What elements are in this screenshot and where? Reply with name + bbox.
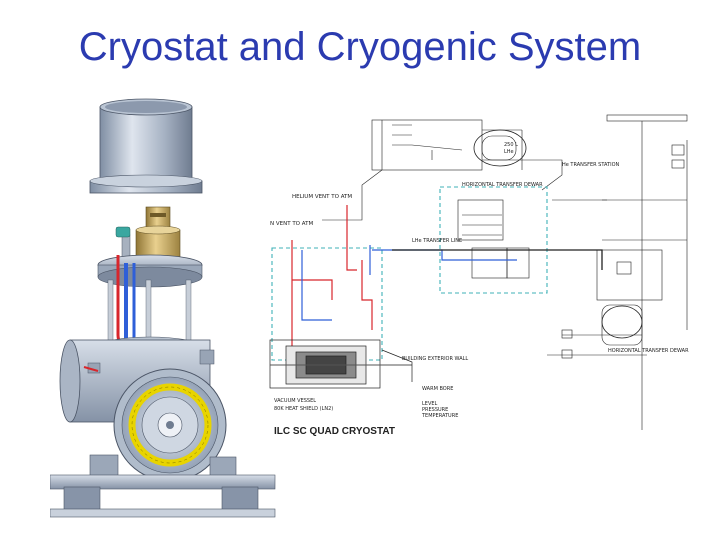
pressure-label: PRESSURE (422, 407, 448, 413)
dewar-label-top: 250 L (504, 142, 518, 148)
n-vent-label: N VENT TO ATM (270, 221, 313, 227)
base-stand (50, 454, 276, 518)
top-cylinder (89, 98, 203, 194)
svg-text:LHe: LHe (504, 149, 514, 155)
valve-box (457, 199, 530, 279)
lhe-transfer-line-label: LHe TRANSFER LINE (412, 238, 462, 244)
quad-cryostat-section (269, 339, 413, 389)
red-piping (291, 205, 373, 355)
lhe-dewar-top: 250 L LHe HORIZONTAL TRANSFER DEWAR He T… (371, 119, 620, 188)
temperature-label: TEMPERATURE (421, 413, 458, 419)
slide-title: Cryostat and Cryogenic System (78, 25, 642, 69)
he-transfer-station-label: He TRANSFER STATION (562, 162, 620, 168)
brass-neck (115, 206, 181, 259)
helium-vent-label: HELIUM VENT TO ATM (292, 194, 352, 200)
upper-piping (322, 120, 563, 221)
heat-shield-label: 80K HEAT SHIELD (LN2) (274, 406, 333, 412)
horizontal-transfer-dewar-label: HORIZONTAL TRANSFER DEWAR (462, 182, 543, 188)
right-panel (547, 114, 688, 430)
cryostat-illustration (50, 98, 276, 518)
building-wall-label: BUILDING EXTERIOR WALL (402, 356, 468, 362)
black-transfer-line (392, 249, 603, 270)
dashed-enclosure (271, 186, 548, 361)
end-flange (113, 368, 227, 482)
level-label: LEVEL (422, 401, 438, 407)
lhe-dewar-bottom-label: HORIZONTAL TRANSFER DEWAR (608, 348, 689, 354)
cryogenic-schematic: 250 L LHe HORIZONTAL TRANSFER DEWAR He T… (269, 114, 689, 437)
warm-bore-label: WARM BORE (422, 386, 453, 392)
vacuum-vessel-label: VACUUM VESSEL (274, 398, 316, 404)
blue-piping (301, 245, 517, 321)
schematic-caption: ILC SC QUAD CRYOSTAT (274, 426, 395, 437)
